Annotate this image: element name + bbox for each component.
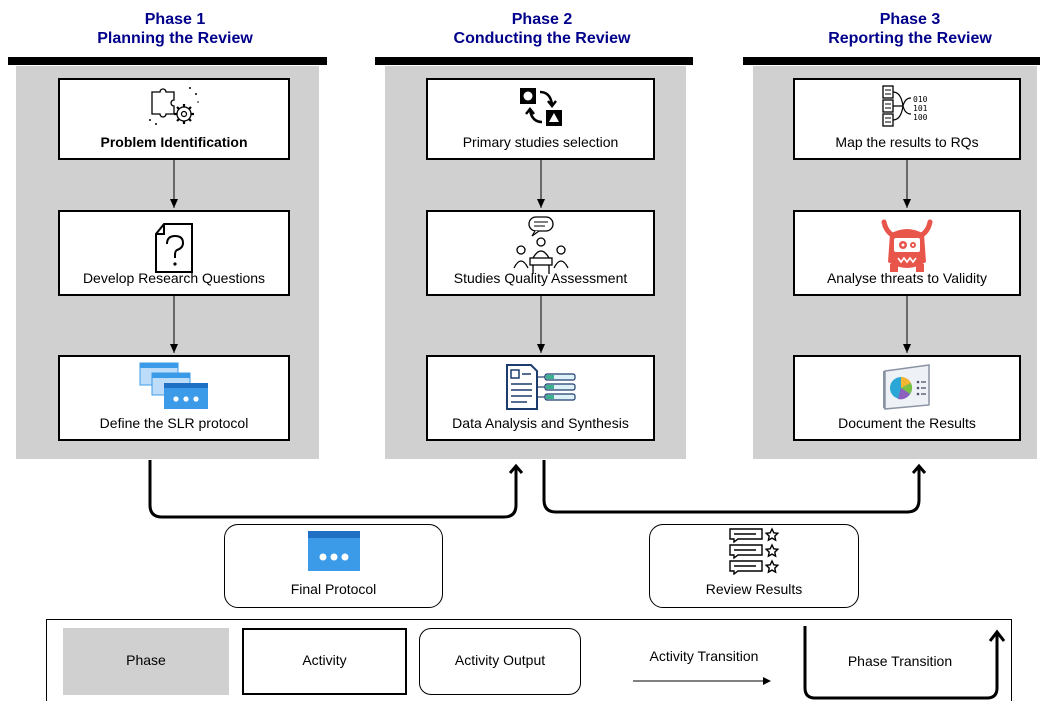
protocol-windows-icon (139, 362, 208, 409)
activity-label: Studies Quality Assessment (453, 270, 628, 286)
phase1-number: Phase 1 (144, 11, 206, 28)
phase1-header: Phase 1 Planning the Review (70, 10, 280, 48)
activity-primary-studies-selection[interactable]: Primary studies selection (426, 78, 655, 160)
activity-label: Develop Research Questions (82, 270, 266, 286)
phase-transition-2-3 (542, 460, 919, 514)
phase2-header: Phase 2 Conducting the Review (432, 10, 652, 48)
output-review-results[interactable]: Review Results (649, 524, 859, 608)
selection-shapes-icon (519, 88, 562, 126)
activity-label: Primary studies selection (462, 134, 619, 150)
activity-label: Map the results to RQs (835, 134, 979, 150)
data-mapping-icon: 010 101 100 (882, 85, 928, 127)
phase3-bar (743, 57, 1040, 65)
phase3-number: Phase 3 (879, 11, 941, 28)
threat-monster-icon (881, 219, 933, 272)
legend-output-label: Activity Output (454, 652, 546, 668)
legend-activity-swatch: Activity (242, 628, 407, 695)
activity-label: Define the SLR protocol (99, 415, 249, 431)
activity-label: Data Analysis and Synthesis (452, 415, 629, 431)
puzzle-gear-icon (149, 87, 199, 125)
activity-label: Document the Results (838, 415, 976, 431)
phase-transition-1-2 (148, 460, 516, 519)
output-label: Final Protocol (290, 581, 377, 597)
activity-define-slr-protocol[interactable]: Define the SLR protocol (58, 355, 290, 441)
results-chart-icon (883, 364, 930, 410)
question-document-icon (155, 223, 193, 273)
svg-text:100: 100 (913, 113, 928, 122)
legend-phase-transition-arrow (803, 626, 1006, 700)
protocol-window-icon (307, 531, 360, 571)
legend-phase-label: Phase (126, 652, 166, 668)
legend-phase-transition-label: Phase Transition (847, 653, 953, 669)
legend-activity-transition-label: Activity Transition (649, 648, 759, 664)
legend-activity-label: Activity (302, 652, 347, 668)
activity-label: Problem Identification (100, 134, 248, 150)
svg-text:010: 010 (913, 95, 928, 104)
legend: Phase Activity Activity Output Activity … (46, 619, 1012, 701)
legend-output-swatch: Activity Output (419, 628, 581, 695)
review-list-icon (729, 527, 780, 575)
phase2-bar (375, 57, 693, 65)
activity-document-results[interactable]: Document the Results (793, 355, 1021, 441)
activity-label: Analyse threats to Validity (826, 270, 988, 286)
output-label: Review Results (705, 581, 803, 597)
activity-analyse-threats[interactable]: Analyse threats to Validity (793, 210, 1021, 296)
svg-text:101: 101 (913, 104, 928, 113)
phase1-title: Planning the Review (97, 30, 253, 47)
data-report-icon (505, 364, 576, 410)
activity-map-results-rqs[interactable]: 010 101 100 Map the results to RQs (793, 78, 1021, 160)
legend-activity-transition-arrow (633, 677, 771, 685)
phase2-number: Phase 2 (511, 11, 573, 28)
activity-studies-quality-assessment[interactable]: Studies Quality Assessment (426, 210, 655, 296)
phase3-header: Phase 3 Reporting the Review (800, 10, 1020, 48)
phase3-title: Reporting the Review (828, 30, 992, 47)
output-final-protocol[interactable]: Final Protocol (224, 524, 443, 608)
phase2-title: Conducting the Review (453, 30, 631, 47)
legend-phase-swatch: Phase (63, 628, 229, 695)
meeting-discussion-icon (512, 216, 569, 274)
activity-problem-identification[interactable]: Problem Identification (58, 78, 290, 160)
activity-develop-research-questions[interactable]: Develop Research Questions (58, 210, 290, 296)
activity-data-analysis-synthesis[interactable]: Data Analysis and Synthesis (426, 355, 655, 441)
phase1-bar (8, 57, 327, 65)
